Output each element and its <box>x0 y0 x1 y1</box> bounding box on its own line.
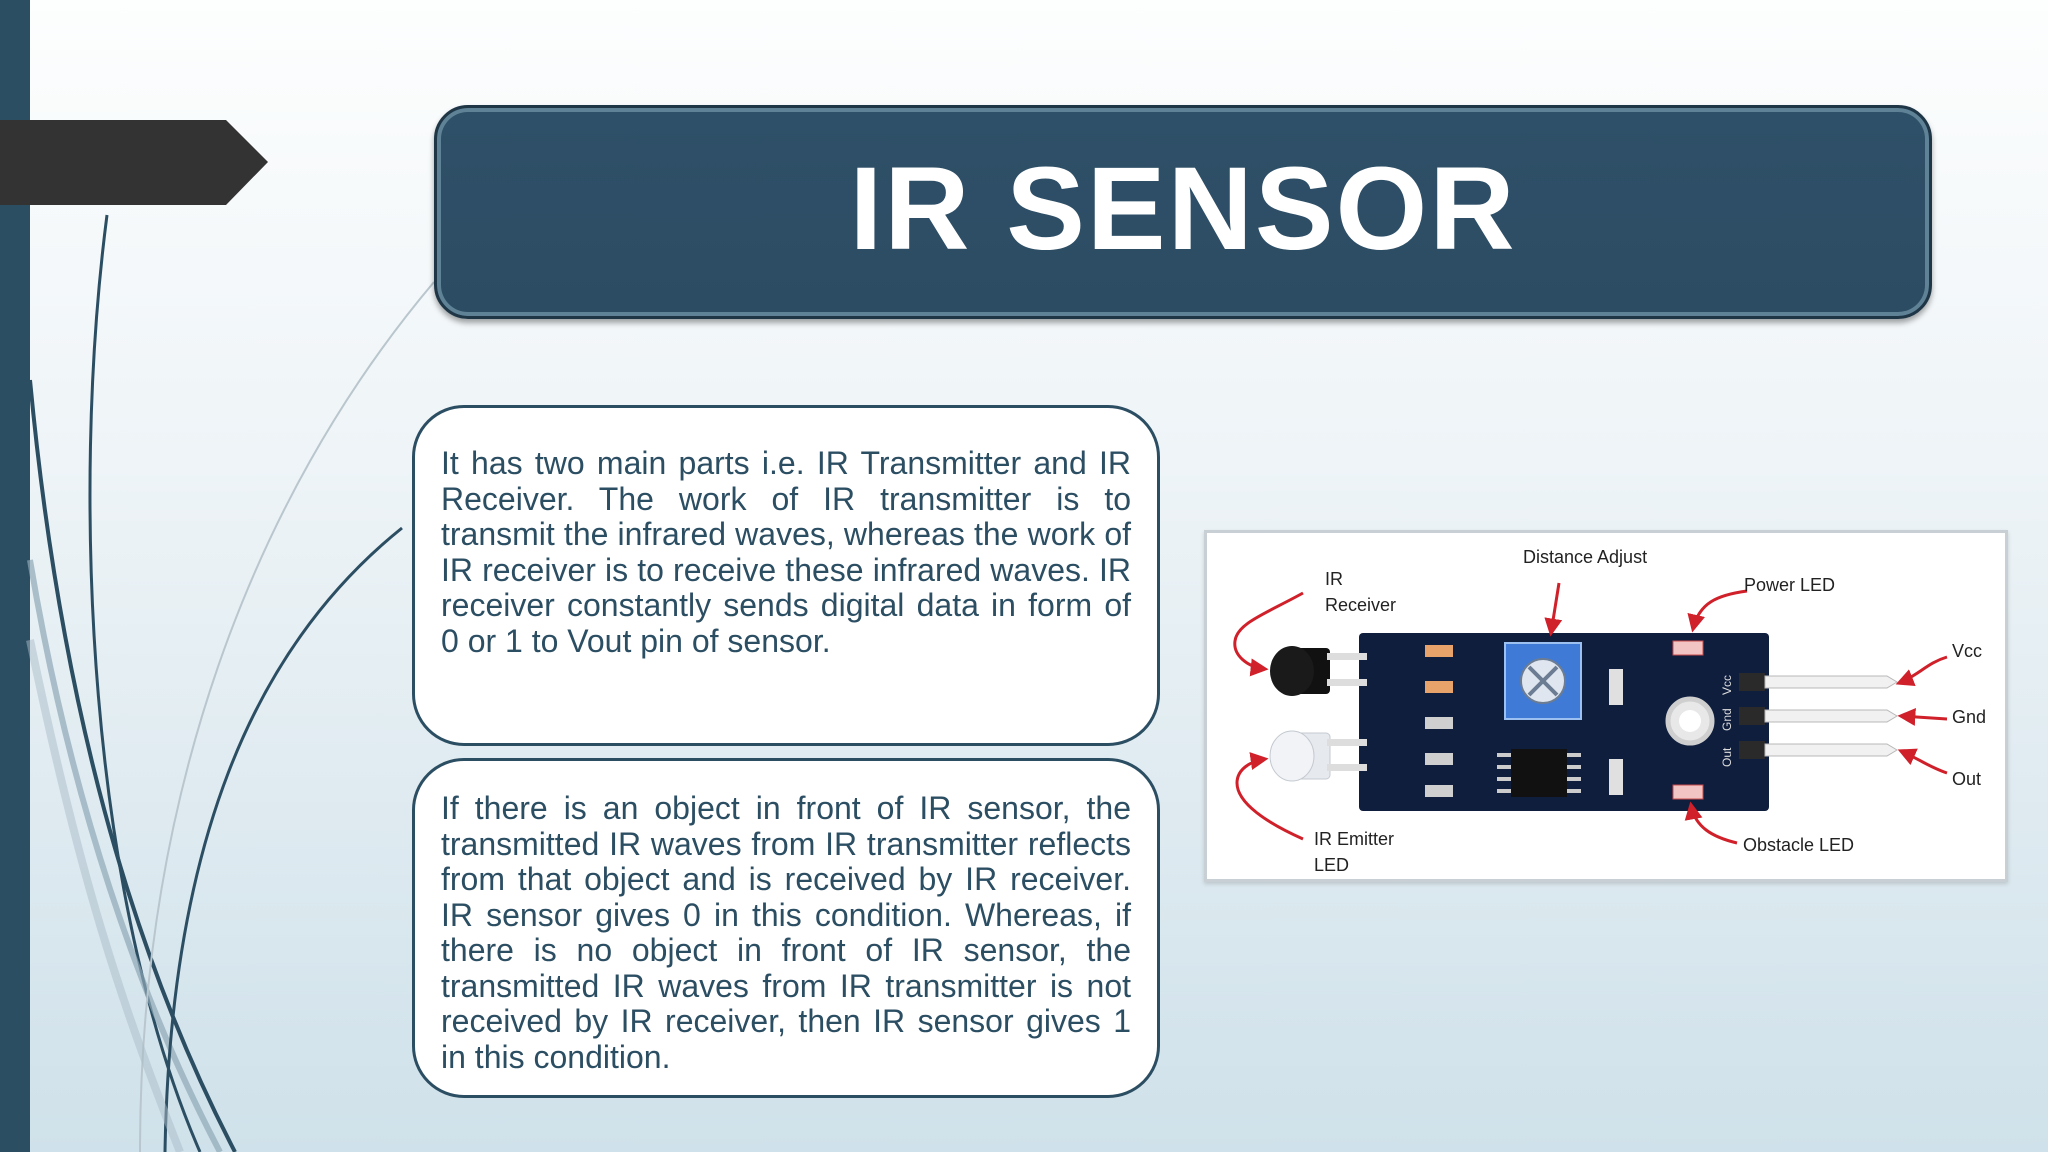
board-pin-out: Out <box>1720 747 1734 767</box>
paragraph-box-1: It has two main parts i.e. IR Transmitte… <box>412 405 1160 746</box>
potentiometer <box>1504 642 1582 720</box>
board-pin-gnd: Gnd <box>1720 708 1734 731</box>
label-distance-adjust: Distance Adjust <box>1523 547 1647 567</box>
paragraph-1-text: It has two main parts i.e. IR Transmitte… <box>441 445 1131 659</box>
label-obstacle-led: Obstacle LED <box>1743 835 1854 855</box>
header-pins <box>1739 673 1898 759</box>
arrow-tab <box>0 120 268 205</box>
label-ir-emitter-line1: IR Emitter <box>1314 829 1394 849</box>
ic-chip <box>1497 749 1581 797</box>
label-ir-receiver-line1: IR <box>1325 569 1343 589</box>
smd-components <box>1425 640 1704 800</box>
ir-sensor-diagram: Vcc Gnd Out IR Receiver Distance Adjust <box>1204 530 2008 882</box>
decorative-curves <box>26 214 435 1152</box>
ir-receiver-led <box>1270 646 1367 696</box>
slide-title: IR SENSOR <box>849 143 1517 275</box>
label-vcc: Vcc <box>1952 641 1982 661</box>
label-gnd: Gnd <box>1952 707 1986 727</box>
paragraph-box-2: If there is an object in front of IR sen… <box>412 758 1160 1098</box>
board-pin-vcc: Vcc <box>1720 675 1734 695</box>
label-power-led: Power LED <box>1744 575 1835 595</box>
label-ir-emitter-line2: LED <box>1314 855 1349 875</box>
paragraph-2-text: If there is an object in front of IR sen… <box>441 790 1131 1075</box>
title-banner: IR SENSOR <box>434 105 1932 319</box>
label-ir-receiver-line2: Receiver <box>1325 595 1396 615</box>
pointer-arrows <box>1233 582 1948 845</box>
sensor-board <box>1359 633 1769 811</box>
ir-emitter-led <box>1269 730 1367 782</box>
label-out: Out <box>1952 769 1981 789</box>
